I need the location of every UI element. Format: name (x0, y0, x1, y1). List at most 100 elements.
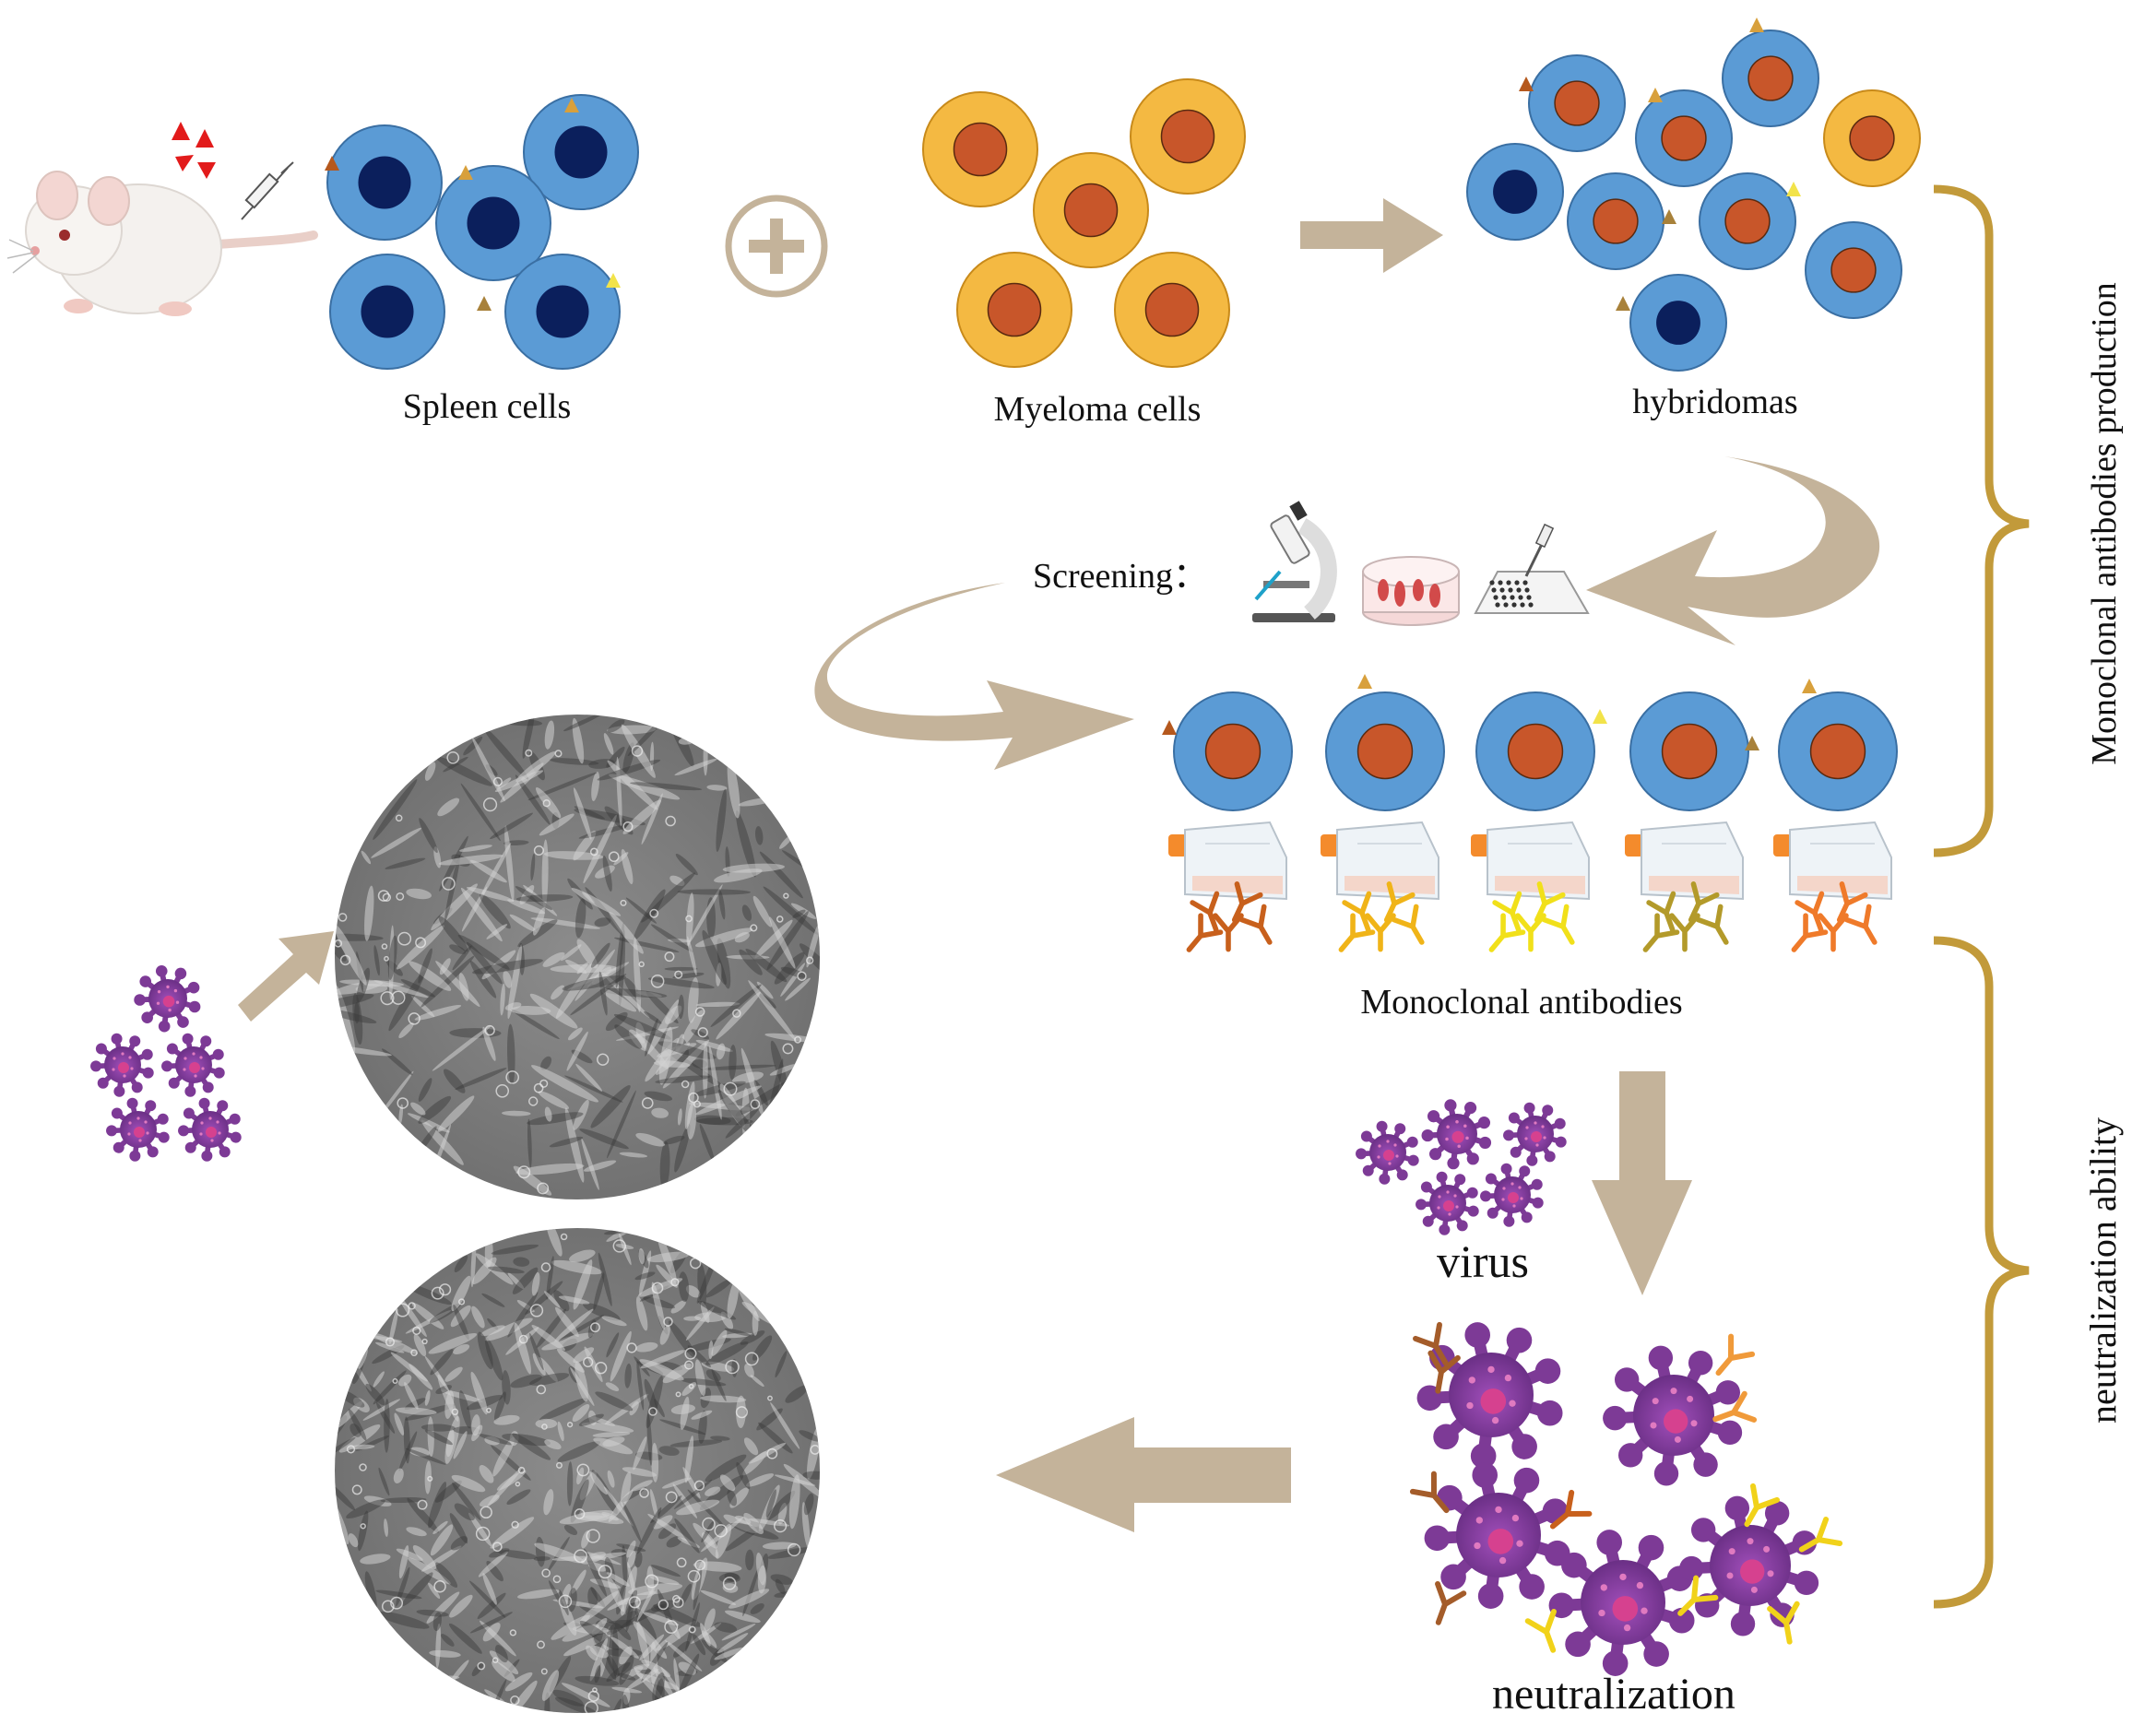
hybridoma-cell (1528, 54, 1626, 152)
virus-icon (1356, 1120, 1419, 1185)
antibody-icon (1515, 913, 1546, 952)
micrograph-protected (335, 1228, 820, 1713)
antibody-icon (1843, 904, 1878, 945)
bracket-neutralization (1933, 936, 2030, 1609)
selected-hybridoma-cell (1778, 691, 1898, 811)
myeloma-cell-cluster (922, 78, 1246, 368)
arrow-down (1592, 1071, 1692, 1295)
arrow-to-hybridomas (1300, 198, 1443, 273)
arrow-to-micrograph (238, 931, 334, 1022)
antibody-icon (1646, 891, 1676, 933)
antigen-marker (564, 98, 579, 112)
myeloma-cells-label: Myeloma cells (994, 390, 1202, 429)
antibody-icon (1688, 881, 1720, 923)
spleen-cell (504, 254, 621, 370)
bracket-production-label: Monoclonal antibodies production (2085, 282, 2124, 764)
bracket-neutralization-label: neutralization ability (2082, 1117, 2124, 1424)
antigen-marker (1749, 18, 1764, 32)
antibody-icon (1712, 1390, 1758, 1423)
culture-flask-icon (1773, 821, 1892, 901)
antigen-icon (172, 122, 216, 179)
virus-icon (1503, 1102, 1567, 1166)
spleen-cell (523, 94, 639, 210)
hybridoma-cell (1567, 172, 1664, 270)
culture-flask-row (1168, 821, 1892, 901)
antibody-icon (1427, 1350, 1461, 1394)
culture-flask-icon (1625, 821, 1744, 901)
virus-icon (1416, 1322, 1563, 1469)
spleen-cell-cluster (325, 94, 639, 370)
antibody-icon (1231, 881, 1263, 923)
antigen-marker (1662, 209, 1676, 224)
antigen-marker (1593, 709, 1607, 724)
culture-flask-icon (1471, 821, 1590, 901)
virus-icon (1421, 1099, 1492, 1170)
antibody-icon (1524, 1608, 1557, 1653)
antibody-icon (1677, 1575, 1719, 1616)
antibody-icon (1365, 913, 1396, 952)
antibody-icon (1492, 891, 1522, 933)
antibody-icon (1744, 1483, 1780, 1528)
antibody-icon (1391, 904, 1425, 945)
antigen-marker (606, 273, 621, 288)
antigen-marker (1786, 182, 1801, 196)
hybridoma-cell (1466, 143, 1564, 241)
virus-icon (161, 1033, 225, 1097)
antibody-icon (1767, 1601, 1800, 1645)
antibody-icon (1715, 1333, 1756, 1376)
myeloma-cell (1130, 78, 1246, 195)
antibody-icon (1186, 913, 1224, 952)
neutralized-virus-group (1409, 1321, 1843, 1676)
syringe-icon (241, 161, 294, 220)
spleen-cells-label: Spleen cells (403, 387, 572, 426)
hybridoma-cell (1823, 89, 1921, 187)
virus-label: virus (1437, 1235, 1529, 1287)
monoclonal-antibodies-label: Monoclonal antibodies (1360, 983, 1682, 1022)
antigen-marker (1519, 77, 1534, 91)
virus-inoculum-cluster (90, 965, 242, 1162)
antigen-marker (1745, 736, 1759, 750)
antibody-icon (1549, 1489, 1593, 1530)
selected-hybridoma-row (1162, 674, 1898, 811)
antigen-marker (325, 156, 339, 171)
well-plate-icon (1474, 523, 1590, 614)
myeloma-cell (1033, 152, 1149, 268)
selected-hybridoma-cell (1629, 691, 1749, 811)
microscope-icon (1252, 501, 1337, 622)
antibody-icon (1213, 913, 1244, 952)
antibody-icon (1342, 891, 1372, 933)
virus-icon (1548, 1530, 1695, 1676)
antibody-icon (1238, 904, 1273, 945)
antigen-marker (1802, 679, 1817, 693)
hybridoma-cell (1635, 89, 1733, 187)
antigen-marker (1162, 720, 1177, 735)
hybridoma-cell (1722, 30, 1819, 127)
virus-icon (1480, 1163, 1544, 1227)
antibody-icon (1409, 1471, 1450, 1514)
antibody-icon (1383, 881, 1416, 923)
antibody-icon (1338, 913, 1376, 952)
antigen-marker (1616, 296, 1630, 311)
antibody-icon (1435, 1580, 1467, 1625)
virus-icon (1416, 1171, 1479, 1235)
virus-icon (178, 1097, 242, 1162)
screening-label: Screening： (1033, 557, 1208, 596)
plus-icon (725, 195, 828, 298)
virus-icon (106, 1097, 170, 1162)
selected-hybridoma-cell (1173, 691, 1293, 811)
antibody-icon (1413, 1321, 1449, 1366)
virus-icon (1424, 1462, 1570, 1609)
antibody-icon (1642, 913, 1680, 952)
micrograph-infected (335, 715, 820, 1199)
antibody-icon (1836, 881, 1868, 923)
antibody-row (1186, 881, 1878, 952)
antibody-icon (1488, 913, 1526, 952)
antibody-icon (1669, 913, 1700, 952)
selected-hybridoma-cell (1325, 691, 1445, 811)
petri-dish-icon (1362, 556, 1460, 626)
antibody-icon (1798, 1517, 1843, 1553)
antibody-icon (1791, 913, 1829, 952)
mouse-icon (6, 171, 318, 316)
selected-hybridoma-cell (1475, 691, 1595, 811)
